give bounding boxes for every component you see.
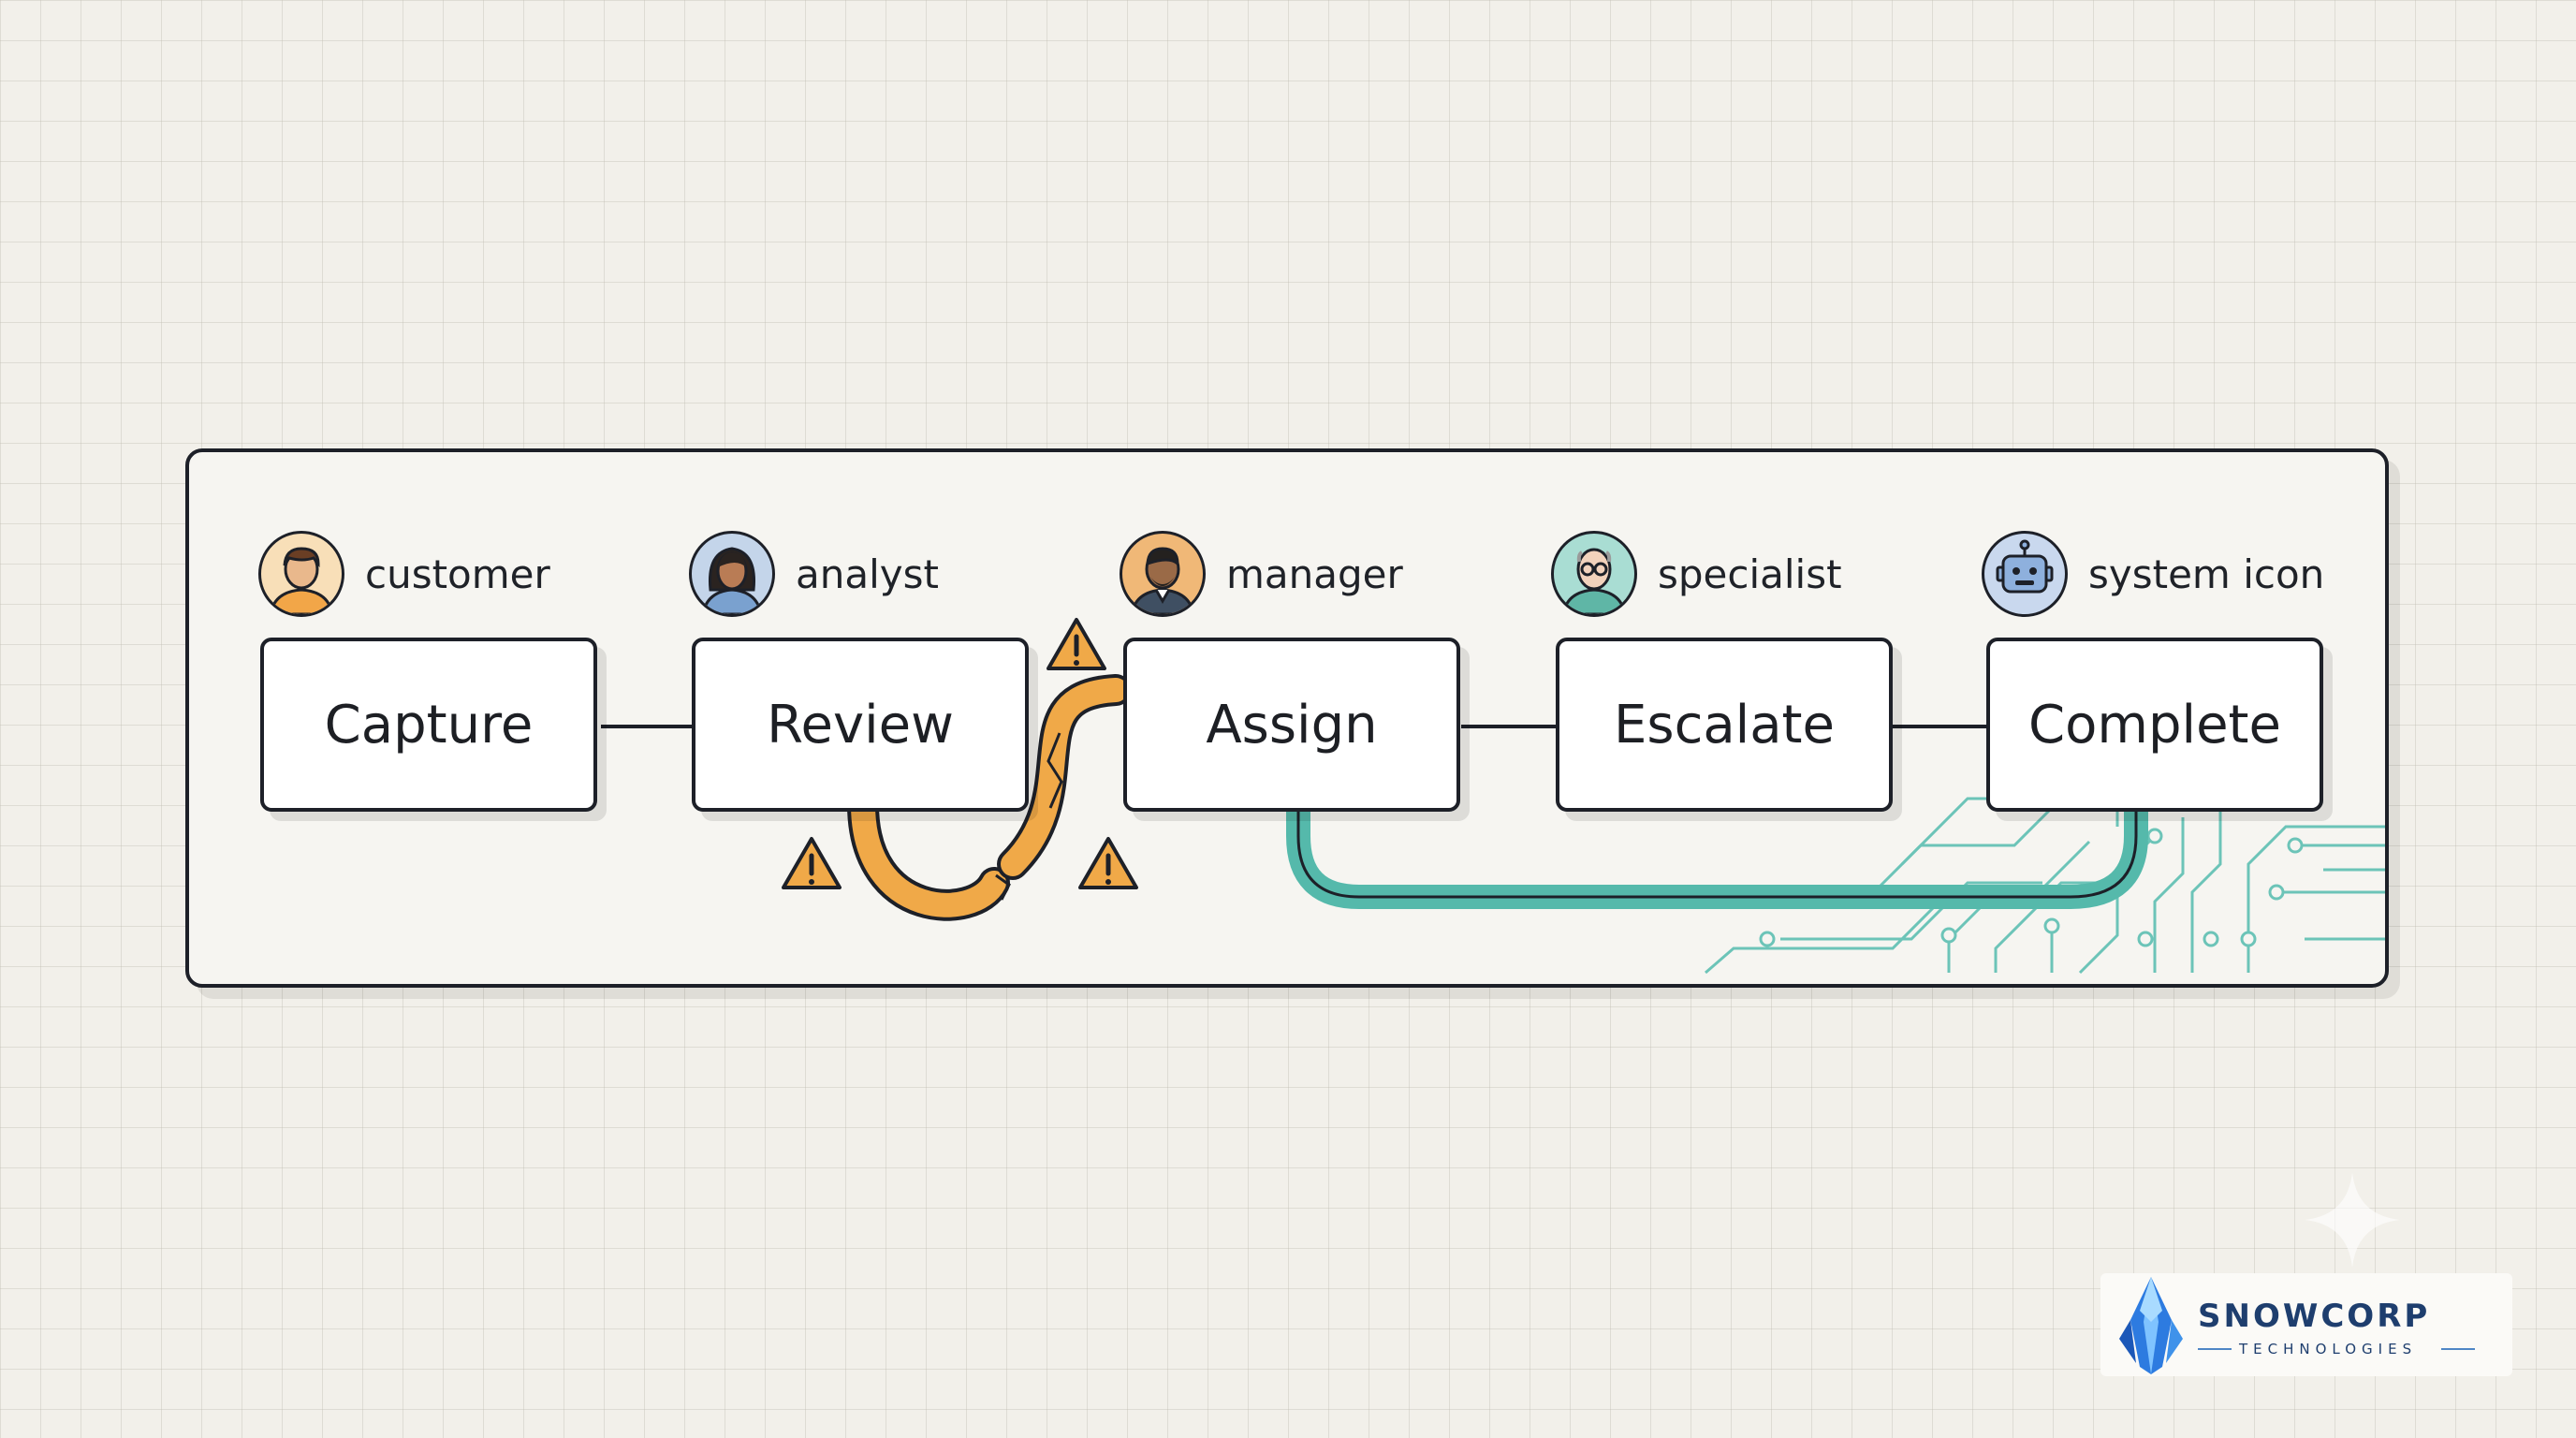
actor-label: system icon: [2088, 550, 2325, 597]
step-capture[interactable]: Capture: [260, 638, 597, 812]
actor-label: analyst: [796, 550, 939, 597]
step-label: Assign: [1206, 694, 1378, 756]
crystal-logo-icon: [2119, 1277, 2183, 1374]
warning-icon: [782, 837, 842, 889]
actor-label: specialist: [1658, 550, 1842, 597]
step-complete[interactable]: Complete: [1986, 638, 2323, 812]
brand-divider: [2198, 1348, 2232, 1350]
step-label: Escalate: [1614, 694, 1835, 756]
customer-avatar-icon: [258, 531, 344, 617]
broken-link: [847, 674, 1132, 921]
workflow-panel: customer analyst manager: [185, 448, 2389, 988]
actor-analyst: analyst: [689, 527, 939, 621]
manager-avatar-icon: [1120, 531, 1206, 617]
warning-icon: [1078, 837, 1138, 889]
step-label: Complete: [2028, 694, 2281, 756]
connections-layer: [601, 618, 2385, 975]
actor-customer: customer: [258, 527, 550, 621]
brand-name: SNOWCORP: [2198, 1298, 2431, 1335]
sparkle-icon: [2305, 1172, 2400, 1268]
automated-link: [1286, 804, 2148, 909]
robot-icon: [1982, 531, 2068, 617]
specialist-avatar-icon: [1551, 531, 1637, 617]
analyst-avatar-icon: [689, 531, 775, 617]
actor-label: customer: [365, 550, 550, 597]
actor-specialist: specialist: [1551, 527, 1842, 621]
brand-divider: [2441, 1348, 2475, 1350]
step-assign[interactable]: Assign: [1123, 638, 1460, 812]
step-review[interactable]: Review: [692, 638, 1029, 812]
step-escalate[interactable]: Escalate: [1556, 638, 1893, 812]
actor-system: system icon: [1982, 527, 2324, 621]
step-label: Capture: [324, 694, 534, 756]
actor-manager: manager: [1120, 527, 1403, 621]
brand-tagline: TECHNOLOGIES: [2239, 1341, 2418, 1357]
actor-label: manager: [1226, 550, 1403, 597]
brand-logo: SNOWCORP TECHNOLOGIES: [2100, 1273, 2512, 1376]
step-label: Review: [767, 694, 954, 756]
warning-icon: [1046, 618, 1106, 670]
